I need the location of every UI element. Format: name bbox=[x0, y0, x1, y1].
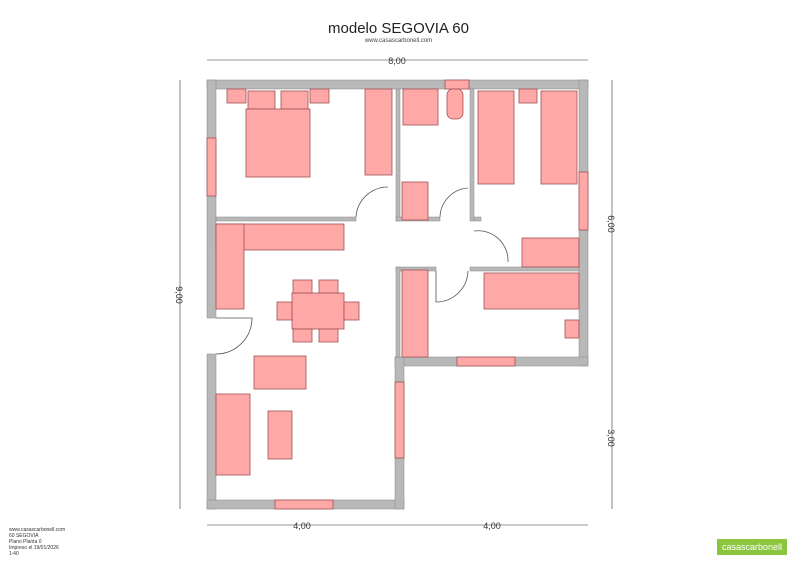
footer-line: 60 SEGOVIA bbox=[9, 533, 39, 539]
dim-right-lower: 3,00 bbox=[606, 429, 616, 447]
dim-top: 8,00 bbox=[388, 56, 406, 66]
doors bbox=[215, 186, 509, 355]
footer-line: www.casascarbonell.com bbox=[9, 527, 66, 533]
footer-line: 1:40 bbox=[9, 551, 19, 557]
plan-title: modelo SEGOVIA 60 bbox=[328, 20, 469, 37]
footer-line: Plano Planta 0 bbox=[9, 539, 42, 545]
dim-left: 9,00 bbox=[174, 286, 184, 304]
dim-bottom-right: 4,00 bbox=[483, 521, 501, 531]
furniture bbox=[206, 79, 589, 510]
dim-bottom-left: 4,00 bbox=[293, 521, 311, 531]
dim-right-upper: 6,00 bbox=[606, 215, 616, 233]
dimension-lines bbox=[179, 59, 613, 526]
footer-info: www.casascarbonell.com 60 SEGOVIA Plano … bbox=[9, 527, 65, 557]
brand-logo: casascarbonell bbox=[717, 539, 787, 555]
website-link[interactable]: www.casascarbonell.com bbox=[364, 38, 433, 44]
footer-line: Impreso el 19/01/2026 bbox=[9, 545, 59, 551]
